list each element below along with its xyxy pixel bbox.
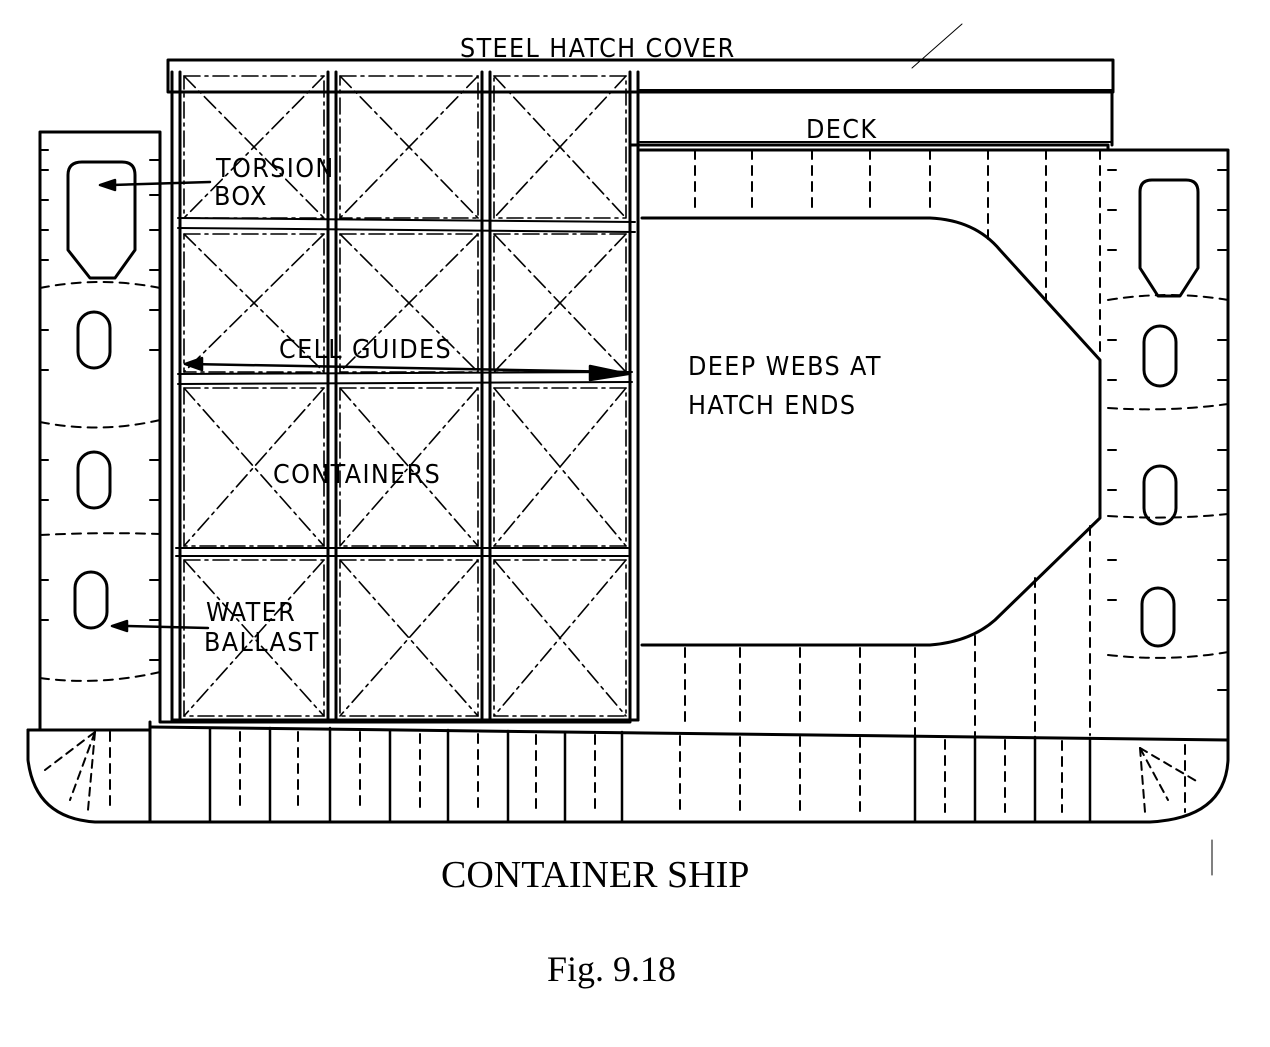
deck-label: DECK bbox=[806, 115, 878, 145]
deep-webs-label-line2: HATCH ENDS bbox=[688, 391, 857, 421]
torsion-box-label-line2: BOX bbox=[214, 182, 268, 212]
double-bottom-floors bbox=[109, 726, 1186, 824]
figure-number: Fig. 9.18 bbox=[547, 949, 677, 989]
deep-webs-label-line1: DEEP WEBS AT bbox=[688, 352, 882, 382]
torsion-box-label-line1: TORSION bbox=[216, 154, 335, 184]
cell-guides bbox=[170, 70, 640, 722]
steel-hatch-cover-label: STEEL HATCH COVER bbox=[460, 34, 736, 64]
deep-web-plate bbox=[640, 149, 1102, 736]
figure-title: CONTAINER SHIP bbox=[441, 854, 750, 896]
water-ballast-label-line2: BALLAST bbox=[204, 628, 320, 658]
cell-guides-label: CELL GUIDES bbox=[279, 335, 453, 365]
right-wing-tank bbox=[1107, 169, 1229, 691]
scan-marks bbox=[911, 23, 1213, 876]
leader-arrows bbox=[98, 178, 630, 633]
steel-hatch-cover bbox=[166, 58, 1115, 152]
left-wing-tank bbox=[39, 149, 161, 682]
containers bbox=[183, 75, 627, 717]
water-ballast-label-line1: WATER bbox=[206, 598, 297, 628]
bilge-brackets bbox=[44, 731, 1199, 813]
containers-label: CONTAINERS bbox=[273, 460, 442, 490]
